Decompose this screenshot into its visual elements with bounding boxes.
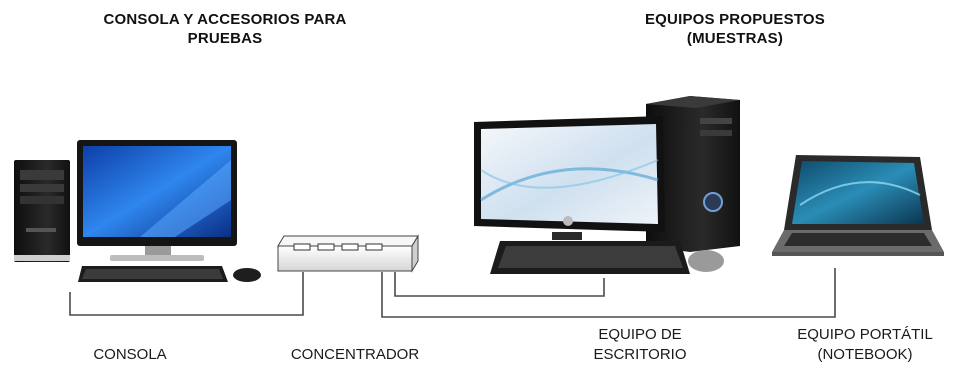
console-monitor [77, 140, 237, 261]
proposed-equipment-heading: EQUIPOS PROPUESTOS (MUESTRAS) [644, 11, 826, 47]
hub-label: CONCENTRADOR [290, 346, 420, 363]
desktop-tower [646, 96, 740, 252]
laptop-label: EQUIPO PORTÁTIL (NOTEBOOK) [797, 326, 933, 363]
desktop-cable [394, 272, 605, 297]
console-mouse [233, 268, 261, 282]
console-cable [69, 272, 304, 316]
desktop-keyboard [490, 241, 690, 274]
laptop-cable [381, 268, 836, 318]
network-cables [69, 268, 836, 318]
console-tower [14, 160, 70, 262]
console-label: CONSOLA [93, 346, 167, 363]
desktop-monitor [474, 116, 665, 240]
hub-device [277, 234, 419, 273]
console-section-heading: CONSOLA Y ACCESORIOS PARA PRUEBAS [103, 11, 347, 47]
desktop-mouse [688, 250, 724, 272]
laptop-device [772, 155, 944, 256]
console-keyboard [78, 266, 228, 282]
desktop-label: EQUIPO DE ESCRITORIO [593, 326, 687, 363]
